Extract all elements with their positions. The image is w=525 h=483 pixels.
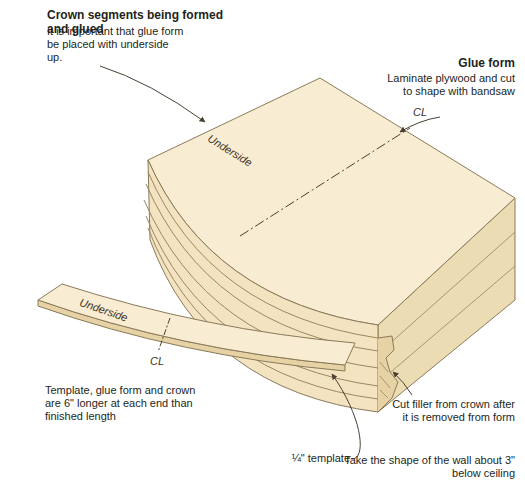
centerline-mark: CL <box>413 106 427 119</box>
callout-note: Template, glue form and crown are 6" lon… <box>45 384 210 423</box>
surface-label: Underside <box>78 296 130 325</box>
callout-heading: Glue form <box>340 56 515 70</box>
callout-note: Laminate plywood and cut to shape with b… <box>385 72 515 98</box>
part-label: ¼" template <box>250 452 350 465</box>
centerline-mark: CL <box>150 355 164 368</box>
callout-note: Cut filler from crown after it is remove… <box>390 398 515 424</box>
surface-label: Underside <box>205 132 254 170</box>
callout-note: It is important that glue form be placed… <box>47 25 187 64</box>
callout-note: Take the shape of the wall about 3" belo… <box>330 454 515 480</box>
